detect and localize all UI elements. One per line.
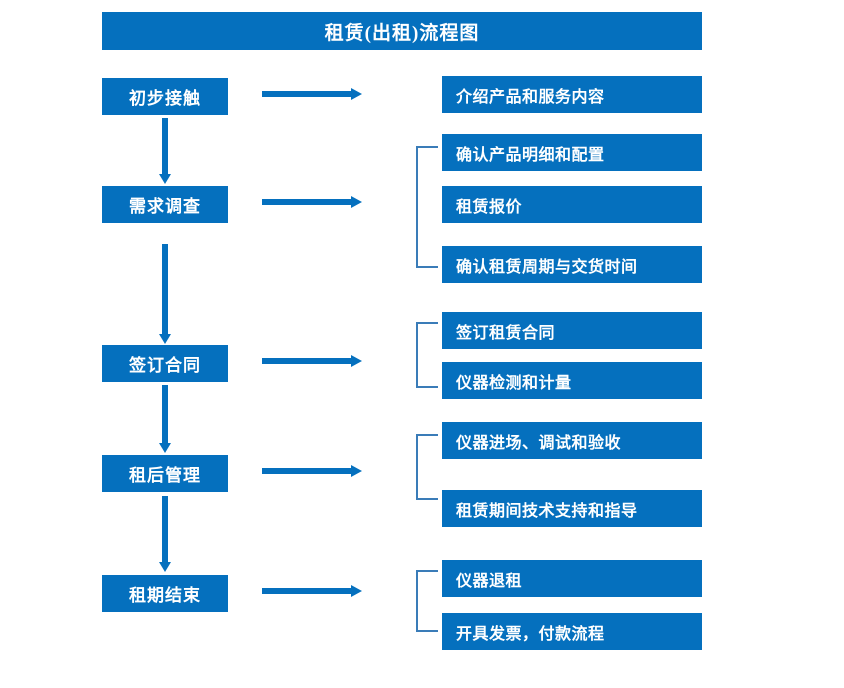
arrow-shaft — [262, 588, 352, 594]
down-arrow-1 — [159, 118, 171, 184]
detail-box-10[interactable]: 开具发票，付款流程 — [442, 613, 702, 650]
detail-box-8[interactable]: 租赁期间技术支持和指导 — [442, 490, 702, 527]
arrow-head-icon — [351, 465, 362, 477]
right-arrow-1 — [262, 88, 362, 100]
stage-box-1[interactable]: 初步接触 — [102, 78, 228, 115]
arrow-head-icon — [159, 334, 171, 344]
down-arrow-3 — [159, 385, 171, 453]
detail-box-7[interactable]: 仪器进场、调试和验收 — [442, 422, 702, 459]
group-bracket-2 — [416, 322, 438, 388]
page-title: 租赁(出租)流程图 — [102, 12, 702, 50]
arrow-shaft — [262, 91, 352, 97]
arrow-head-icon — [351, 585, 362, 597]
arrow-shaft — [162, 118, 168, 174]
down-arrow-4 — [159, 496, 171, 572]
arrow-shaft — [162, 496, 168, 562]
group-bracket-3 — [416, 434, 438, 500]
arrow-head-icon — [351, 196, 362, 208]
right-arrow-3 — [262, 355, 362, 367]
detail-box-2[interactable]: 确认产品明细和配置 — [442, 134, 702, 171]
detail-box-6[interactable]: 仪器检测和计量 — [442, 362, 702, 399]
arrow-shaft — [262, 358, 352, 364]
stage-box-5[interactable]: 租期结束 — [102, 575, 228, 612]
stage-box-3[interactable]: 签订合同 — [102, 345, 228, 382]
group-bracket-4 — [416, 570, 438, 632]
arrow-head-icon — [351, 355, 362, 367]
arrow-shaft — [262, 199, 352, 205]
arrow-head-icon — [159, 174, 171, 184]
right-arrow-2 — [262, 196, 362, 208]
arrow-shaft — [262, 468, 352, 474]
arrow-head-icon — [159, 562, 171, 572]
stage-box-4[interactable]: 租后管理 — [102, 455, 228, 492]
detail-box-5[interactable]: 签订租赁合同 — [442, 312, 702, 349]
down-arrow-2 — [159, 244, 171, 344]
detail-box-4[interactable]: 确认租赁周期与交货时间 — [442, 246, 702, 283]
detail-box-9[interactable]: 仪器退租 — [442, 560, 702, 597]
detail-box-3[interactable]: 租赁报价 — [442, 186, 702, 223]
arrow-head-icon — [351, 88, 362, 100]
detail-box-1[interactable]: 介绍产品和服务内容 — [442, 76, 702, 113]
stage-box-2[interactable]: 需求调查 — [102, 186, 228, 223]
group-bracket-1 — [416, 146, 438, 268]
arrow-shaft — [162, 385, 168, 443]
arrow-shaft — [162, 244, 168, 334]
right-arrow-4 — [262, 465, 362, 477]
arrow-head-icon — [159, 443, 171, 453]
right-arrow-5 — [262, 585, 362, 597]
